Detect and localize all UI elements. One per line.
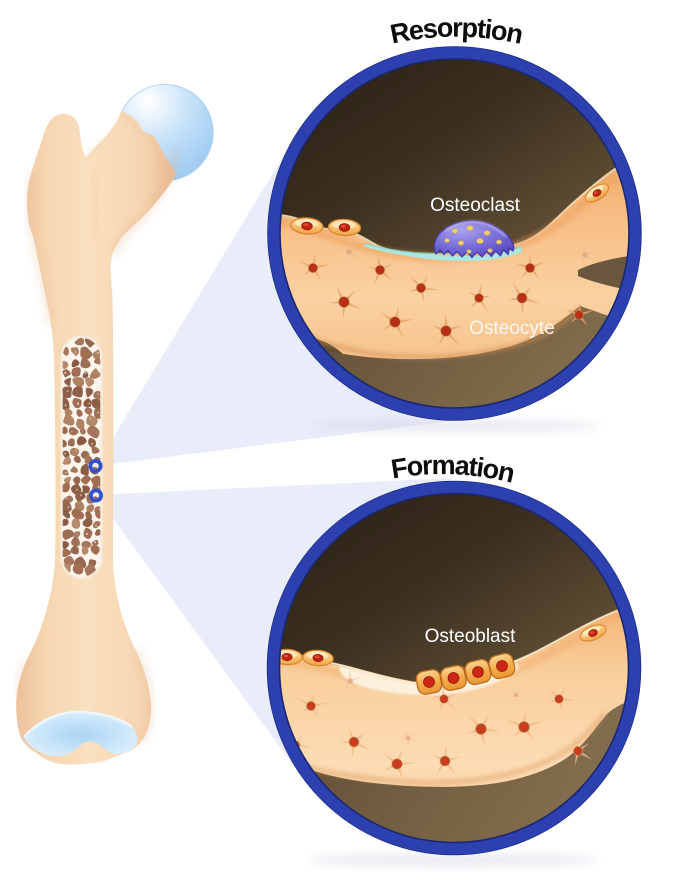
svg-text:Osteoblast: Osteoblast bbox=[425, 626, 517, 647]
svg-text:Osteoclast: Osteoclast bbox=[430, 195, 520, 216]
svg-text:Osteocyte: Osteocyte bbox=[469, 318, 555, 339]
